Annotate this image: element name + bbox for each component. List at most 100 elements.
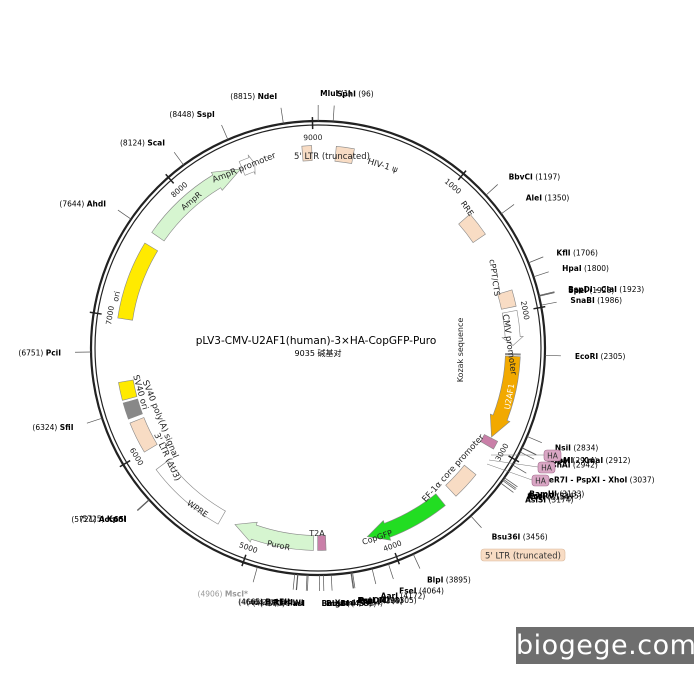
feature-ha (480, 434, 499, 450)
ltr-callout-box (480, 548, 566, 562)
site-tick-snabi (540, 301, 557, 306)
site-label-ecori: EcoRI (2305) (575, 352, 626, 361)
ha-leader-3 (486, 463, 533, 481)
site-tick-fsei (388, 563, 394, 580)
site-label-pasi: (4580) PasI (260, 599, 305, 608)
site-tick-nsii (526, 436, 542, 443)
site-tick-bsiwi (305, 574, 308, 591)
restriction-sites: MluI (1)SphI (96)BbvCI (1197)AleI (1350)… (18, 89, 654, 608)
ltr-callout-label: 5' LTR (truncated) (485, 552, 561, 562)
site-tick-pasi (307, 574, 309, 591)
feature-sv40-poly-a-signal (122, 398, 143, 420)
feature-ampr (151, 168, 242, 242)
feature-t2a (317, 535, 327, 551)
label-u2af1: U2AF1 (503, 383, 516, 410)
site-label-bamhi: BamHI (3133) (529, 490, 584, 499)
tick-mark-1000 (457, 170, 467, 181)
site-tick-noti (502, 480, 516, 490)
site-label-rsrii: (4647) RsrII (246, 598, 293, 607)
site-label-sspi: (8448) SspI (169, 110, 215, 119)
ha-tag-3 (531, 474, 550, 487)
site-label-bspdi-clai: BspDI - ClaI (1923) (568, 285, 644, 294)
site-label-kfli: KflI (1706) (556, 248, 598, 257)
backbone-outer-ring (89, 119, 547, 577)
feature-wpre (155, 460, 226, 525)
feature-kozak-sequence (505, 353, 521, 356)
site-tick-ndei (280, 107, 284, 124)
feature-annotations (117, 145, 525, 551)
site-label-sfii: (6324) SfiI (32, 423, 73, 432)
label-5ltr: 5' LTR (truncated) (294, 152, 370, 162)
site-label-msci-: (4906) MscI* (198, 590, 248, 599)
site-tick-rsrii (295, 574, 298, 591)
site-label-alei: AleI (1350) (526, 193, 570, 202)
site-label-bbsi: BbsI (4483) (326, 599, 372, 608)
site-tick-pshai (519, 451, 535, 460)
ha-leader-2 (488, 459, 539, 468)
label-cppt: cPPT/CTS (487, 259, 501, 297)
site-label-pcii: (6751) PciI (18, 348, 61, 357)
feature-5-ltr-truncated- (301, 145, 313, 162)
site-label-tspmi-xmai: TspMI - XmaI (2912) (549, 456, 630, 465)
site-tick-sphi (332, 105, 335, 122)
site-tick-spei (538, 292, 555, 297)
tick-label-5000: 5000 (238, 540, 259, 555)
map-title: pLV3-CMV-U2AF1(human)-3×HA-CopGFP-Puro (196, 335, 437, 347)
tick-mark-7000 (89, 311, 102, 315)
site-label-apai: ApaI (4309) (357, 596, 403, 605)
site-tick-bspei- (296, 574, 299, 591)
tick-label-7000: 7000 (104, 305, 116, 325)
label-amprp: AmpR promoter (211, 151, 278, 186)
tick-label-1000: 1000 (443, 177, 464, 196)
tick-label-2000: 2000 (519, 300, 531, 321)
site-tick-hpai (533, 271, 549, 278)
label-kozak: Kozak sequence (456, 318, 465, 383)
site-label-acc65i: (5721) Acc65I (71, 515, 126, 524)
site-label-bsteii: (4665) BstEII (238, 598, 290, 607)
feature-3-ltr-u3- (129, 417, 158, 453)
feature-ampr-promoter (238, 154, 256, 176)
label-ori: ori (111, 290, 122, 302)
ha-tag-callouts: HA HA HA (486, 449, 562, 487)
site-tick-bsteii (292, 573, 296, 590)
site-label-bspei-: (4644) BspEI* (239, 598, 294, 607)
ha-tag-2 (537, 461, 556, 474)
tick-label-4000: 4000 (382, 538, 403, 553)
site-label-ecorv: EcoRV (3145) (528, 491, 582, 500)
site-tick-kfli (528, 256, 544, 264)
site-label-mlui: MluI (1) (320, 89, 351, 98)
site-label-bsiwi: (4587) BsiWI (253, 599, 304, 608)
site-tick-xcmi (330, 574, 333, 591)
site-tick-ecori (544, 354, 561, 357)
label-rre: RRE (459, 199, 476, 217)
site-label-bmgbi: BmgBI (4509) (322, 599, 377, 608)
ltr-truncated-callout: 5' LTR (truncated) (480, 548, 566, 562)
site-label-ndei: (8815) NdeI (230, 92, 277, 101)
site-tick-kpni (136, 499, 150, 511)
tick-label-9000: 9000 (303, 133, 323, 142)
feature-rre (458, 213, 486, 243)
site-label-noti: NotI (3154) (527, 493, 572, 502)
site-tick-acc65i (137, 499, 150, 512)
ha-tag-2-label: HA (541, 464, 553, 473)
site-tick-msci- (252, 566, 258, 583)
tick-mark-3000 (508, 455, 520, 463)
site-tick-ahdi (117, 209, 132, 220)
site-tick-alei (500, 204, 515, 215)
site-tick-ecorv (503, 478, 517, 489)
watermark-logo: biogege.com (516, 627, 696, 664)
site-label-hpai: HpaI (1800) (562, 264, 609, 273)
site-label-psti: PstI (4298) (359, 596, 403, 605)
plasmid-backbone (89, 119, 547, 577)
site-tick-bbvci (485, 184, 498, 196)
feature-copgfp (366, 493, 446, 541)
site-tick-bamhi (504, 477, 518, 488)
feature-cmv-promoter (501, 310, 525, 346)
tick-mark-6000 (119, 459, 131, 468)
tick-mark-2000 (533, 305, 546, 310)
site-label-blpi: BlpI (3895) (427, 575, 471, 584)
site-label-snabi: SnaBI (1986) (570, 296, 622, 305)
site-tick-sspi (221, 124, 229, 140)
site-label-aari: AarI (4172) (381, 592, 426, 601)
tick-mark-5000 (241, 554, 247, 567)
